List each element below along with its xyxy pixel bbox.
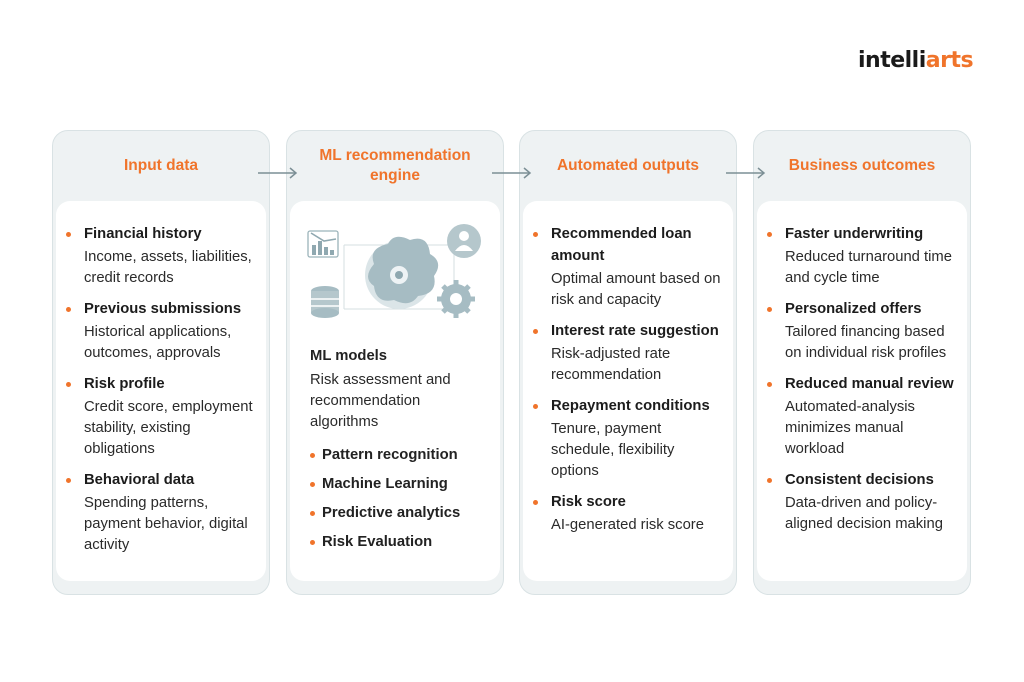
bar-chart-icon — [307, 230, 339, 258]
item-desc: Credit score, employment stability, exis… — [84, 399, 253, 457]
item-desc: AI-generated risk score — [551, 517, 704, 533]
intelliarts-logo: intelliarts — [858, 48, 974, 73]
list-item: Consistent decisions Data-driven and pol… — [779, 469, 955, 535]
item-desc: Historical applications, outcomes, appro… — [84, 324, 232, 361]
column-automated-outputs: Automated outputs Recommended loan amoun… — [519, 130, 737, 595]
item-title: Repayment conditions — [551, 395, 721, 417]
item-desc: Data-driven and policy-aligned decision … — [785, 495, 943, 532]
user-icon — [447, 224, 481, 258]
item-title: Consistent decisions — [785, 469, 955, 491]
item-title: Behavioral data — [84, 469, 254, 491]
item-desc: Risk-adjusted rate recommendation — [551, 346, 671, 383]
item-title: Risk profile — [84, 373, 254, 395]
arrow-right-icon — [726, 167, 766, 179]
list-item: Personalized offers Tailored financing b… — [779, 298, 955, 364]
gear-icon — [437, 280, 475, 318]
list-item: Reduced manual review Automated-analysis… — [779, 373, 955, 460]
item-desc: Automated-analysis minimizes manual work… — [785, 399, 915, 457]
item-title: Interest rate suggestion — [551, 320, 721, 342]
arrow-right-icon — [258, 167, 298, 179]
item-desc: Reduced turnaround time and cycle time — [785, 249, 952, 286]
list-item: Previous submissions Historical applicat… — [78, 298, 254, 364]
column-input-data: Input data Financial history Income, ass… — [52, 130, 270, 595]
column-title: Input data — [123, 157, 199, 174]
item-desc: Optimal amount based on risk and capacit… — [551, 271, 721, 308]
item-title: Faster underwriting — [785, 223, 955, 245]
brain-gear-icon — [365, 236, 439, 309]
arrow-right-icon — [492, 167, 532, 179]
item-title: Personalized offers — [785, 298, 955, 320]
column-title: ML recommendation engine — [319, 147, 471, 184]
item-title: Risk score — [551, 491, 721, 513]
ml-engine-illustration — [307, 224, 481, 318]
list-item: Financial history Income, assets, liabil… — [78, 223, 254, 289]
column-title: Automated outputs — [556, 157, 700, 174]
list-item: Risk score AI-generated risk score — [545, 491, 721, 536]
list-item: Pattern recognition — [310, 441, 488, 470]
ml-models-desc: Risk assessment and recommendation algor… — [310, 372, 451, 430]
item-desc: Spending patterns, payment behavior, dig… — [84, 495, 248, 553]
list-item: Interest rate suggestion Risk-adjusted r… — [545, 320, 721, 386]
ml-models-title: ML models — [310, 348, 388, 364]
column-body: Recommended loan amount Optimal amount b… — [523, 201, 733, 581]
list-item: Faster underwriting Reduced turnaround t… — [779, 223, 955, 289]
column-body: Financial history Income, assets, liabil… — [56, 201, 266, 581]
column-body: Faster underwriting Reduced turnaround t… — [757, 201, 967, 581]
list-item: Risk Evaluation — [310, 528, 488, 557]
list-item: Predictive analytics — [310, 499, 488, 528]
item-desc: Tenure, payment schedule, flexibility op… — [551, 421, 675, 479]
column-title: Business outcomes — [788, 157, 936, 174]
item-desc: Tailored financing based on individual r… — [785, 324, 947, 361]
column-body: ML models Risk assessment and recommenda… — [290, 201, 500, 581]
column-ml-engine: ML recommendation engine — [286, 130, 504, 595]
logo-text-left: intelli — [858, 48, 926, 73]
item-title: Recommended loan amount — [551, 223, 721, 267]
ml-technique-list: Pattern recognition Machine Learning Pre… — [310, 441, 488, 557]
item-title: Reduced manual review — [785, 373, 955, 395]
list-item: Machine Learning — [310, 470, 488, 499]
column-business-outcomes: Business outcomes Faster underwriting Re… — [753, 130, 971, 595]
list-item: Behavioral data Spending patterns, payme… — [78, 469, 254, 556]
item-title: Financial history — [84, 223, 254, 245]
database-icon — [311, 286, 339, 318]
list-item: Recommended loan amount Optimal amount b… — [545, 223, 721, 311]
item-desc: Income, assets, liabilities, credit reco… — [84, 249, 252, 286]
list-item: Risk profile Credit score, employment st… — [78, 373, 254, 460]
logo-text-right: arts — [925, 48, 974, 73]
item-title: Previous submissions — [84, 298, 254, 320]
list-item: Repayment conditions Tenure, payment sch… — [545, 395, 721, 482]
